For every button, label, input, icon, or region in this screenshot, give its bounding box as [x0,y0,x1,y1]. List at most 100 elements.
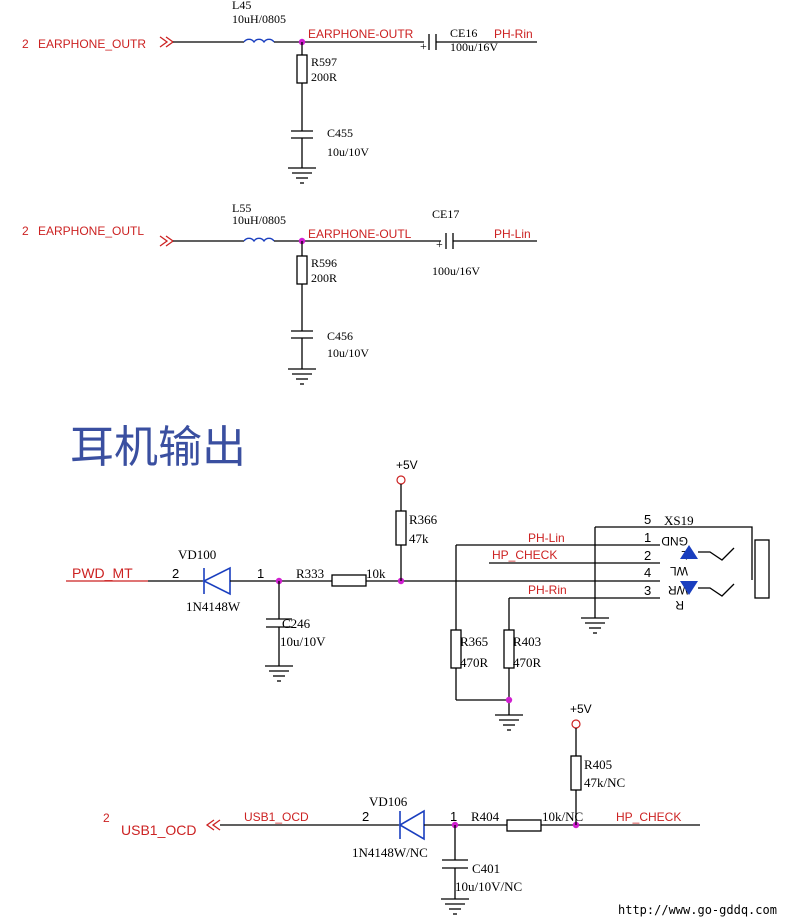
resistor-ref: R596 [311,256,337,270]
output-net-label: HP_CHECK [616,810,681,824]
resistor-ref: R333 [296,566,324,581]
port-arrow-icon [205,819,221,831]
diode-ref: VD100 [178,547,216,562]
capacitor-value: 10u/10V [280,634,326,649]
resistor-value: 200R [311,271,337,285]
ecap-plus: + [436,237,443,251]
r403-value: 470R [513,655,542,670]
diode-pin-k: 1 [450,809,457,824]
net-label: EARPHONE-OUTR [308,27,414,41]
inductor-icon [243,38,275,44]
resistor-icon [331,574,367,587]
capacitor-value: 10u/10V [327,145,369,159]
inductor-value: 10uH/0805 [232,213,286,227]
resistor-value: 10k/NC [542,809,583,824]
earphone-outr-circuit: 2 EARPHONE_OUTR L45 10uH/0805 EARPHONE-O… [22,0,537,184]
inductor-value: 10uH/0805 [232,12,286,26]
inductor-icon [243,237,275,243]
port-pin-number: 2 [22,37,29,51]
capacitor-ref: C246 [282,616,311,631]
ground-icon [288,368,316,385]
ecap-ref: CE17 [432,207,459,221]
diode-value: 1N4148W [186,599,241,614]
resistor-value: 10k [366,566,386,581]
net-label-rin: PH-Rin [528,583,567,597]
vcc-label: +5V [396,458,418,472]
resistor-icon [296,54,308,84]
r403-ref: R403 [513,634,541,649]
port-pin-number: 2 [103,811,110,825]
pullup-value: 47k [409,531,429,546]
ground-icon [288,167,316,184]
ecap-ref: CE16 [450,26,477,40]
inductor-ref: L55 [232,201,251,215]
port-label: USB1_OCD [121,822,196,838]
capacitor-ref: C456 [327,329,353,343]
capacitor-value: 10u/10V [327,346,369,360]
resistor-icon [570,755,582,791]
inductor-ref: L45 [232,0,251,12]
resistor-value: 200R [311,70,337,84]
ecap-value: 100u/16V [450,40,498,54]
jack-pin-label: GND [661,534,688,548]
output-net-label: PH-Rin [494,27,533,41]
ground-icon [441,898,469,915]
port-pin-number: 2 [22,224,29,238]
port-arrow-icon [159,235,175,247]
jack-pin-number: 5 [644,512,651,527]
port-label: EARPHONE_OUTL [38,224,144,238]
net-label: EARPHONE-OUTL [308,227,412,241]
section-title: 耳机输出 [70,422,246,473]
ecap-plus: + [420,39,427,53]
vcc-icon [571,719,581,729]
diode-pin-a: 2 [362,809,369,824]
jack-pin-label: WR [668,583,688,597]
jack-right-contact-icon [680,581,698,595]
pullup-ref: R405 [584,757,612,772]
port-label: EARPHONE_OUTR [38,37,146,51]
watermark-url: http://www.go-gddq.com [618,903,777,917]
input-net-label: PWD_MT [72,565,133,581]
r365-ref: R365 [460,634,488,649]
jack-ref: XS19 [664,513,694,528]
vcc-label: +5V [570,702,592,716]
ecap-value: 100u/16V [432,264,480,278]
jack-pin-number: 1 [644,530,651,545]
resistor-icon [296,255,308,285]
earphone-outl-circuit: 2 EARPHONE_OUTL L55 10uH/0805 EARPHONE-O… [22,201,537,385]
headphone-jack-xs19: 5 1 2 4 3 XS19 GND L WL WR R [581,512,770,634]
r365-value: 470R [460,655,489,670]
net-label: USB1_OCD [244,810,309,824]
jack-spring-icon [698,547,735,597]
jack-pin-label: R [675,598,684,612]
ground-icon [265,665,293,682]
pullup-ref: R366 [409,512,438,527]
junction-dot [505,696,513,704]
net-label-hpcheck: HP_CHECK [492,548,557,562]
diode-value: 1N4148W/NC [352,845,428,860]
jack-plug-icon [754,539,770,599]
diode-pin-a: 2 [172,566,179,581]
jack-pin-number: 4 [644,565,651,580]
diode-pin-k: 1 [257,566,264,581]
jack-pin-label: WL [670,564,688,578]
diode-icon [398,809,425,841]
ground-icon [581,617,609,634]
capacitor-value: 10u/10V/NC [455,879,522,894]
ground-icon [495,714,523,731]
diode-icon [202,566,231,596]
capacitor-ref: C401 [472,861,500,876]
resistor-ref: R597 [311,55,337,69]
resistor-icon [506,819,542,832]
pullup-value: 47k/NC [584,775,625,790]
capacitor-ref: C455 [327,126,353,140]
net-label-lin: PH-Lin [528,531,565,545]
resistor-icon [395,510,407,546]
resistor-ref: R404 [471,809,500,824]
jack-left-contact-icon [680,545,698,559]
jack-pin-number: 2 [644,548,651,563]
usb-ocd-circuit: 2 USB1_OCD USB1_OCD 2 VD106 1N4148W/NC 1… [103,702,700,915]
output-net-label: PH-Lin [494,227,531,241]
jack-outline [660,526,753,580]
